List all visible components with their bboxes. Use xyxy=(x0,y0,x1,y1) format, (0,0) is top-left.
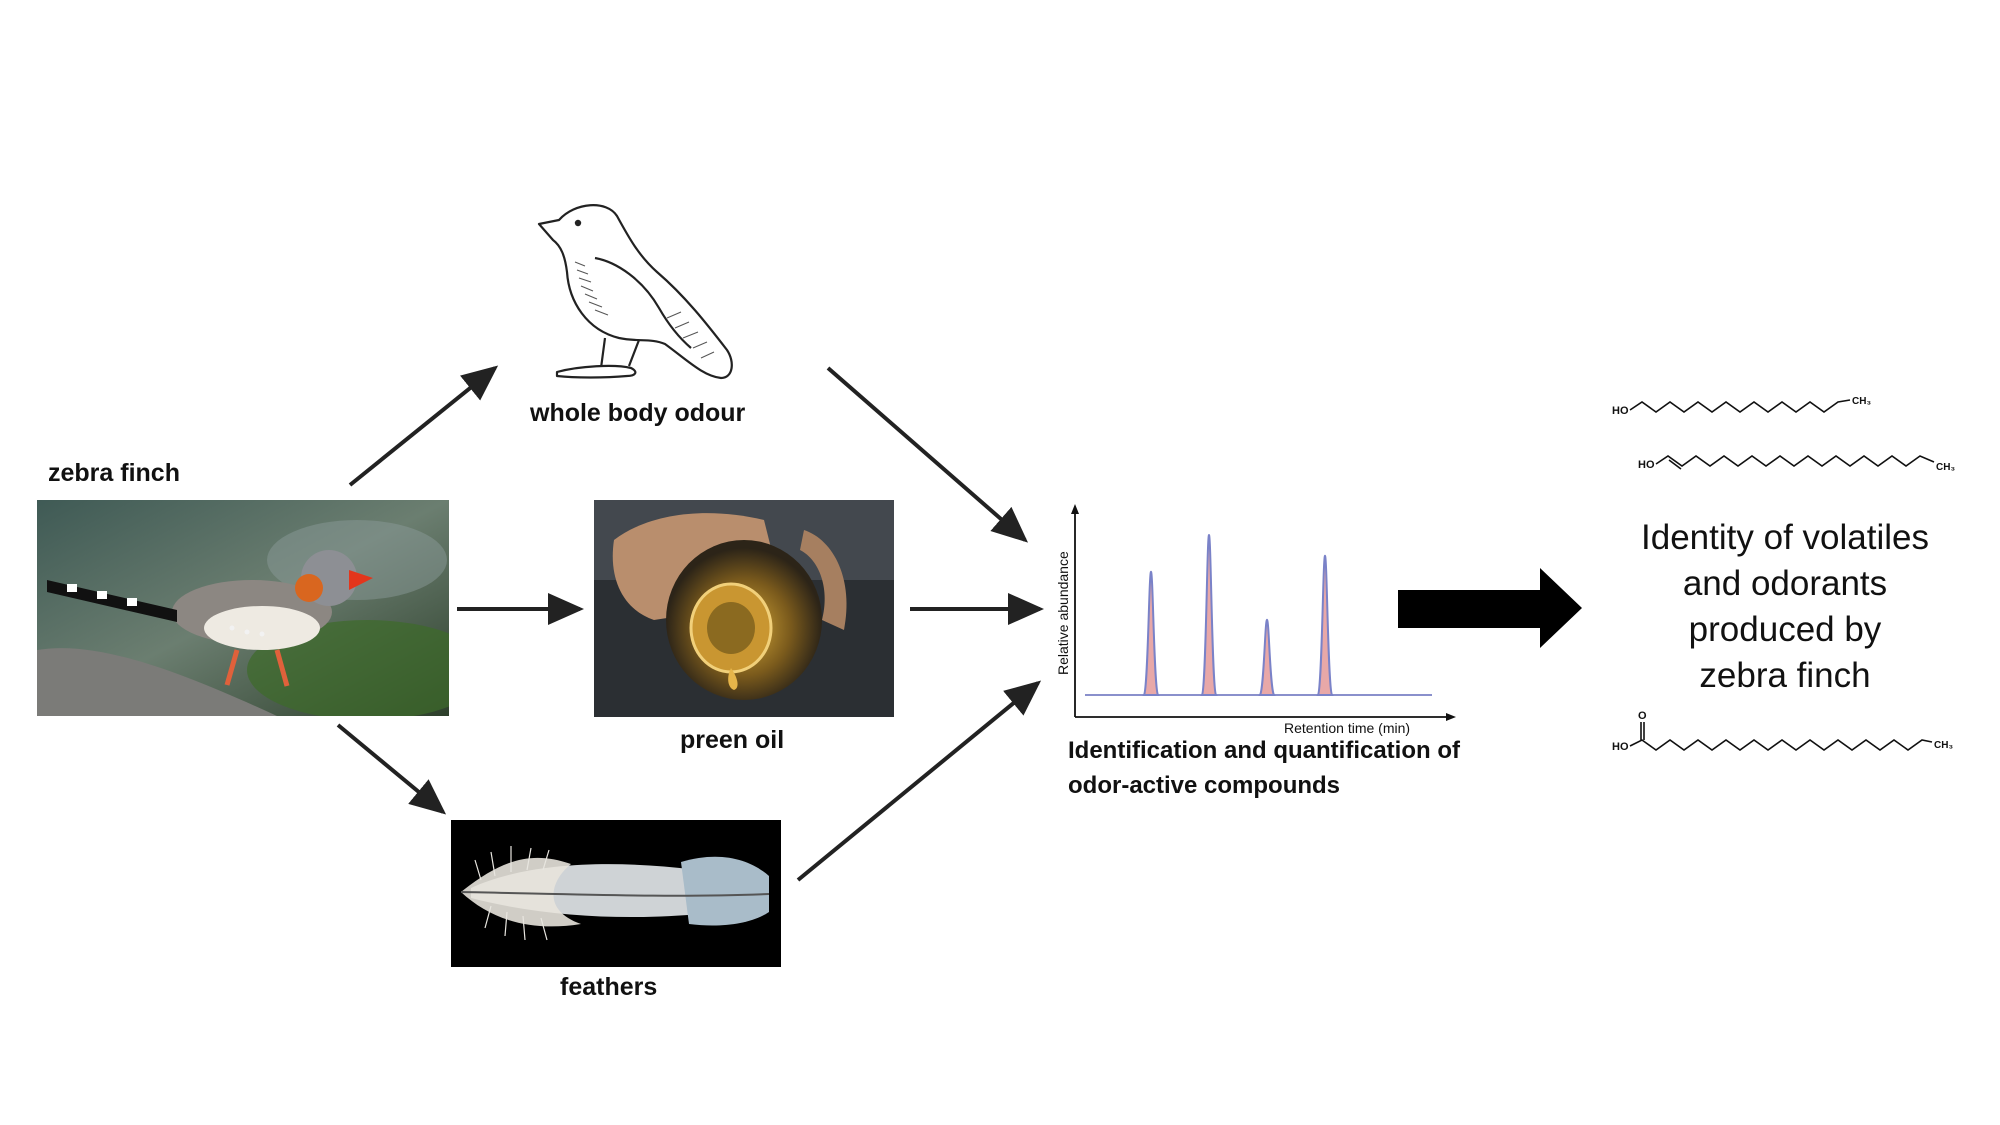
big-result-arrow xyxy=(1398,568,1582,648)
result-line-3: produced by xyxy=(1688,610,1882,649)
molecule-3-right-group: CH₃ xyxy=(1934,740,1953,751)
label-preen-oil: preen oil xyxy=(680,726,785,754)
molecule-2-right-group: CH₃ xyxy=(1936,462,1955,473)
chromatogram-peak-3 xyxy=(1258,618,1276,696)
molecule-1-right-group: CH₃ xyxy=(1852,396,1871,407)
result-line-4: zebra finch xyxy=(1699,656,1871,695)
result-line-1: Identity of volatiles xyxy=(1641,518,1929,557)
label-whole-body-odour: whole body odour xyxy=(530,399,746,427)
feather-photo xyxy=(451,820,781,967)
chromatogram-xlabel: Retention time (min) xyxy=(1284,720,1410,736)
preen-oil-bottle-photo xyxy=(594,500,894,717)
molecule-structure-3: O HO CH₃ xyxy=(1612,710,1953,753)
arrow-finch-to-feathers xyxy=(336,723,447,815)
molecule-3-left-group: HO xyxy=(1612,741,1629,753)
arrow-odour-to-analysis xyxy=(826,366,1029,543)
molecule-structure-2: HO CH₃ xyxy=(1638,455,1955,473)
result-line-2: and odorants xyxy=(1682,564,1888,603)
chromatogram-peak-1 xyxy=(1142,570,1160,696)
chromatogram-ylabel: Relative abundance xyxy=(1055,551,1071,675)
label-identification-2: odor-active compounds xyxy=(1068,772,1341,799)
chromatogram-peak-4 xyxy=(1316,554,1334,696)
molecule-1-left-group: HO xyxy=(1612,405,1629,417)
chromatogram-chart: Relative abundance Retention time (min) xyxy=(1055,504,1456,736)
label-identification-1: Identification and quantification of xyxy=(1068,737,1460,764)
label-feathers: feathers xyxy=(560,973,658,1001)
arrow-finch-to-odour xyxy=(348,365,499,487)
arrow-feathers-to-analysis xyxy=(796,680,1042,882)
chromatogram-peak-2 xyxy=(1200,533,1218,696)
result-text: Identity of volatiles and odorants produ… xyxy=(1605,515,1965,699)
zebra-finch-photo xyxy=(37,500,449,716)
bird-outline-icon xyxy=(537,204,733,380)
molecule-3-top-group: O xyxy=(1638,710,1647,722)
label-zebra-finch: zebra finch xyxy=(48,459,180,487)
molecule-structure-1: HO CH₃ xyxy=(1612,396,1871,417)
molecule-2-left-group: HO xyxy=(1638,459,1655,471)
chromatogram-axes xyxy=(1071,504,1456,721)
